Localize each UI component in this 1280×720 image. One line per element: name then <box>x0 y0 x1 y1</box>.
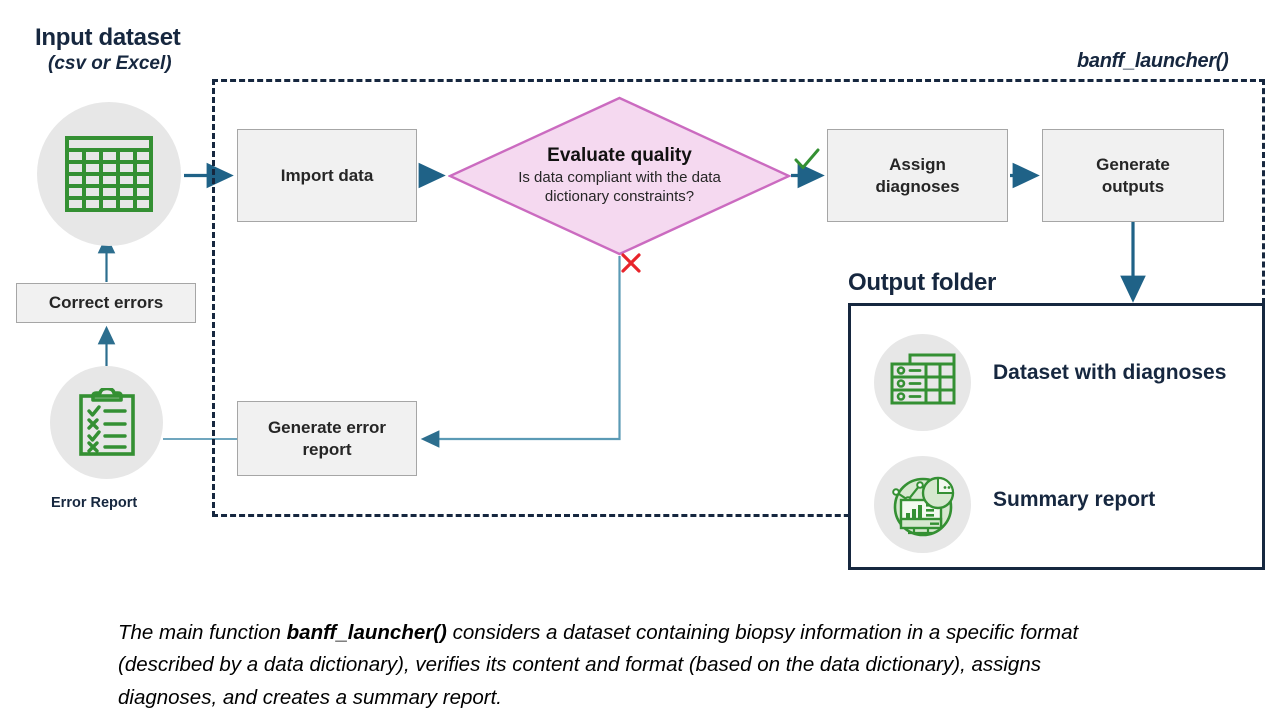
banff-launcher-label: banff_launcher() <box>1077 50 1229 72</box>
table-grid-icon <box>65 136 153 212</box>
decision-diamond-shape <box>448 96 791 256</box>
input-dataset-circle <box>37 102 181 246</box>
banff-launcher-boundary <box>212 79 1265 517</box>
node-generate-error-report[interactable]: Generate error report <box>237 401 417 476</box>
banff-launcher-boundary-right <box>1262 79 1265 304</box>
output-folder-title: Output folder <box>848 269 997 296</box>
caption-function-name: banff_launcher() <box>286 621 447 644</box>
caption-prefix: The main function <box>118 621 287 644</box>
node-assign-diagnoses[interactable]: Assign diagnoses <box>827 129 1008 222</box>
cross-icon <box>621 253 641 273</box>
summary-chart-icon <box>891 476 954 536</box>
figure-caption: The main function banff_launcher() consi… <box>118 617 1128 714</box>
caption-suffix: considers a dataset containing biopsy in… <box>118 621 1079 709</box>
node-generate-error-report-label: Generate error report <box>267 418 387 459</box>
node-generate-outputs[interactable]: Generate outputs <box>1042 129 1224 222</box>
node-generate-outputs-label: Generate outputs <box>1096 155 1170 196</box>
arrow-evaluate-no-to-errorreport <box>420 256 621 448</box>
error-report-circle <box>50 366 163 479</box>
dataset-table-icon <box>890 353 955 404</box>
dataset-with-diagnoses-circle <box>874 334 971 431</box>
node-evaluate-quality[interactable]: Evaluate quality Is data compliant with … <box>448 96 791 256</box>
clipboard-checklist-icon <box>78 387 135 456</box>
node-assign-diagnoses-label: Assign diagnoses <box>875 155 960 196</box>
output-item-label-summary: Summary report <box>993 488 1156 511</box>
node-import-data[interactable]: Import data <box>237 129 417 222</box>
input-dataset-subtitle: (csv or Excel) <box>48 53 172 74</box>
node-correct-errors[interactable]: Correct errors <box>16 283 196 323</box>
output-item-label-dataset: Dataset with diagnoses <box>993 361 1227 384</box>
check-icon <box>794 148 820 169</box>
error-report-caption: Error Report <box>51 495 138 511</box>
input-dataset-title: Input dataset <box>35 24 181 51</box>
summary-report-circle <box>874 456 971 553</box>
